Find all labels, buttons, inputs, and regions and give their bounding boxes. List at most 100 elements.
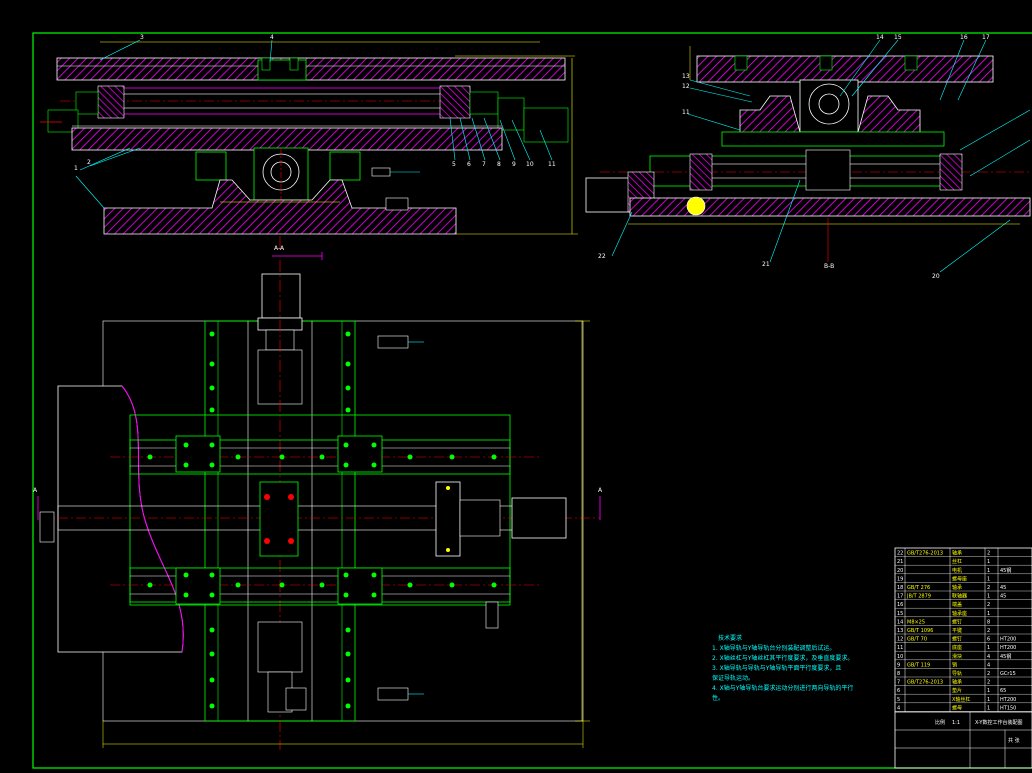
top-view-yellow-pins bbox=[446, 486, 450, 552]
notes-line-1: 1. X轴导轨与Y轴导轨台分别装配调整后试运。 bbox=[712, 644, 835, 652]
front-balloon-10: 10 bbox=[526, 161, 534, 168]
drawing-title: X-Y数控工作台装配图 bbox=[975, 719, 1022, 726]
bom-cell: 45钢 bbox=[1000, 567, 1011, 574]
bom-cell: M8×25 bbox=[907, 619, 925, 625]
bom-cell: HT200 bbox=[1000, 637, 1016, 643]
bom-cell: GB/T 70 bbox=[907, 637, 927, 643]
bom-cell: 2 bbox=[987, 602, 990, 608]
bom-cell: 19 bbox=[897, 576, 903, 582]
bom-cell: 底座 bbox=[952, 644, 962, 651]
top-section-mark-right: A bbox=[598, 487, 603, 494]
bom-cell: HT150 bbox=[1000, 705, 1016, 711]
bom-cell: 螺母座 bbox=[952, 575, 967, 582]
bom-cell: 轴承 bbox=[952, 550, 962, 557]
side-balloon-21: 21 bbox=[762, 261, 770, 268]
bom-cell: 导轨 bbox=[952, 670, 962, 677]
side-balloon-11: 11 bbox=[682, 109, 690, 116]
bom-cell: 1 bbox=[987, 576, 990, 582]
bom-cell: 9 bbox=[897, 662, 900, 668]
bom-cell: 8 bbox=[987, 619, 990, 625]
bom-cell: 6 bbox=[987, 637, 990, 643]
top-view bbox=[37, 252, 601, 750]
bom-cell: 12 bbox=[897, 637, 903, 643]
front-balloon-7: 7 bbox=[482, 161, 486, 168]
bom-cell: 13 bbox=[897, 628, 903, 634]
bom-cell: 2 bbox=[987, 585, 990, 591]
bom-cell: 轴承 bbox=[952, 584, 962, 591]
drawing-border bbox=[32, 32, 1032, 769]
bom-cell: HT200 bbox=[1000, 697, 1016, 703]
bom-cell: 1 bbox=[987, 559, 990, 565]
bom-cell: GB/T 276 bbox=[907, 585, 930, 591]
front-balloon-11: 11 bbox=[548, 161, 556, 168]
bom-cell: 1 bbox=[987, 705, 990, 711]
bom-cell: 螺钉 bbox=[952, 618, 962, 625]
bom-cell: 1 bbox=[987, 611, 990, 617]
bom-cell: 8 bbox=[897, 671, 900, 677]
bom-cell: X轴丝杠 bbox=[952, 696, 970, 703]
side-balloon-20: 20 bbox=[932, 273, 940, 280]
bom-cell: GB/T276-2013 bbox=[907, 551, 943, 557]
side-balloon-22: 22 bbox=[598, 253, 606, 260]
notes-line-4: 保证导轨运动。 bbox=[712, 674, 754, 682]
bom-cell: 15 bbox=[897, 611, 903, 617]
bom-cell: 丝杠 bbox=[952, 558, 962, 565]
side-balloon-14: 14 bbox=[876, 34, 884, 41]
notes-heading: 技术要求 bbox=[718, 634, 742, 642]
top-view-holes bbox=[147, 331, 497, 709]
bom-cell: 2 bbox=[987, 671, 990, 677]
bom-cell: 7 bbox=[897, 680, 900, 686]
front-balloon-3: 3 bbox=[140, 34, 144, 41]
bom-cell: 21 bbox=[897, 559, 903, 565]
front-view bbox=[40, 39, 578, 250]
bom-cell: 垫片 bbox=[952, 687, 962, 694]
bom-cell: 5 bbox=[897, 697, 900, 703]
side-section-mark: B-B bbox=[824, 263, 834, 270]
sheet-label: 共 张 bbox=[1008, 737, 1020, 744]
bom-cell: 1 bbox=[987, 568, 990, 574]
scale-value: 1:1 bbox=[952, 720, 960, 726]
bom-cell: 1 bbox=[987, 688, 990, 694]
front-balloon-5: 5 bbox=[452, 161, 456, 168]
side-balloon-12: 12 bbox=[682, 83, 690, 90]
bom-cell: 1 bbox=[987, 697, 990, 703]
front-balloon-6: 6 bbox=[467, 161, 471, 168]
notes-line-2: 2. X轴丝杠与Y轴丝杠其平行度要求，及垂直度要求。 bbox=[712, 654, 853, 662]
front-balloon-1: 1 bbox=[74, 165, 78, 172]
top-section-mark: A-A bbox=[274, 245, 285, 252]
bom-cell: 18 bbox=[897, 585, 903, 591]
bom-cell: 平键 bbox=[952, 627, 962, 634]
notes-line-5: 4. X轴与Y轴导轨台要求运动分别进行两向导轨的平行 bbox=[712, 684, 853, 692]
bom-cell: GCr15 bbox=[1000, 671, 1016, 677]
bom-cell: 14 bbox=[897, 619, 903, 625]
front-balloon-8: 8 bbox=[497, 161, 501, 168]
top-section-mark-left: A bbox=[33, 487, 38, 494]
bom-cell: 2 bbox=[987, 551, 990, 557]
bom-cell: JB/T 2879 bbox=[906, 594, 931, 600]
bom-cell: 螺钉 bbox=[952, 636, 962, 643]
bom-cell: 10 bbox=[897, 654, 903, 660]
bom-cell: 轴承 bbox=[952, 679, 962, 686]
bom-cell: 滑块 bbox=[952, 653, 962, 660]
bom-cell: 电机 bbox=[952, 567, 962, 574]
front-balloon-9: 9 bbox=[512, 161, 516, 168]
bom-cell: 22 bbox=[897, 551, 903, 557]
bom-cell: 17 bbox=[897, 594, 903, 600]
bom-cell: 螺母 bbox=[952, 704, 962, 711]
bom-cell: 11 bbox=[897, 645, 903, 651]
bom-cell: GB/T276-2013 bbox=[907, 680, 943, 686]
bom-cell: 45 bbox=[1000, 585, 1006, 591]
notes-line-6: 性。 bbox=[712, 694, 724, 702]
bom-cell: 1 bbox=[987, 645, 990, 651]
scale-label: 比例 bbox=[935, 719, 945, 726]
bom-cell: 联轴器 bbox=[952, 593, 967, 600]
bom-cell: 2 bbox=[987, 628, 990, 634]
notes-line-3: 3. X轴导轨与导轨与Y轴导轨平面平行度要求，且 bbox=[712, 664, 841, 672]
side-balloon-17: 17 bbox=[982, 34, 990, 41]
bom-cell: 65 bbox=[1000, 688, 1006, 694]
bom-cell: 销 bbox=[952, 661, 957, 668]
top-view-red-holes bbox=[264, 494, 294, 544]
front-balloon-4: 4 bbox=[270, 34, 274, 41]
bom-cell: 4 bbox=[987, 654, 990, 660]
bom-cell: 16 bbox=[897, 602, 903, 608]
